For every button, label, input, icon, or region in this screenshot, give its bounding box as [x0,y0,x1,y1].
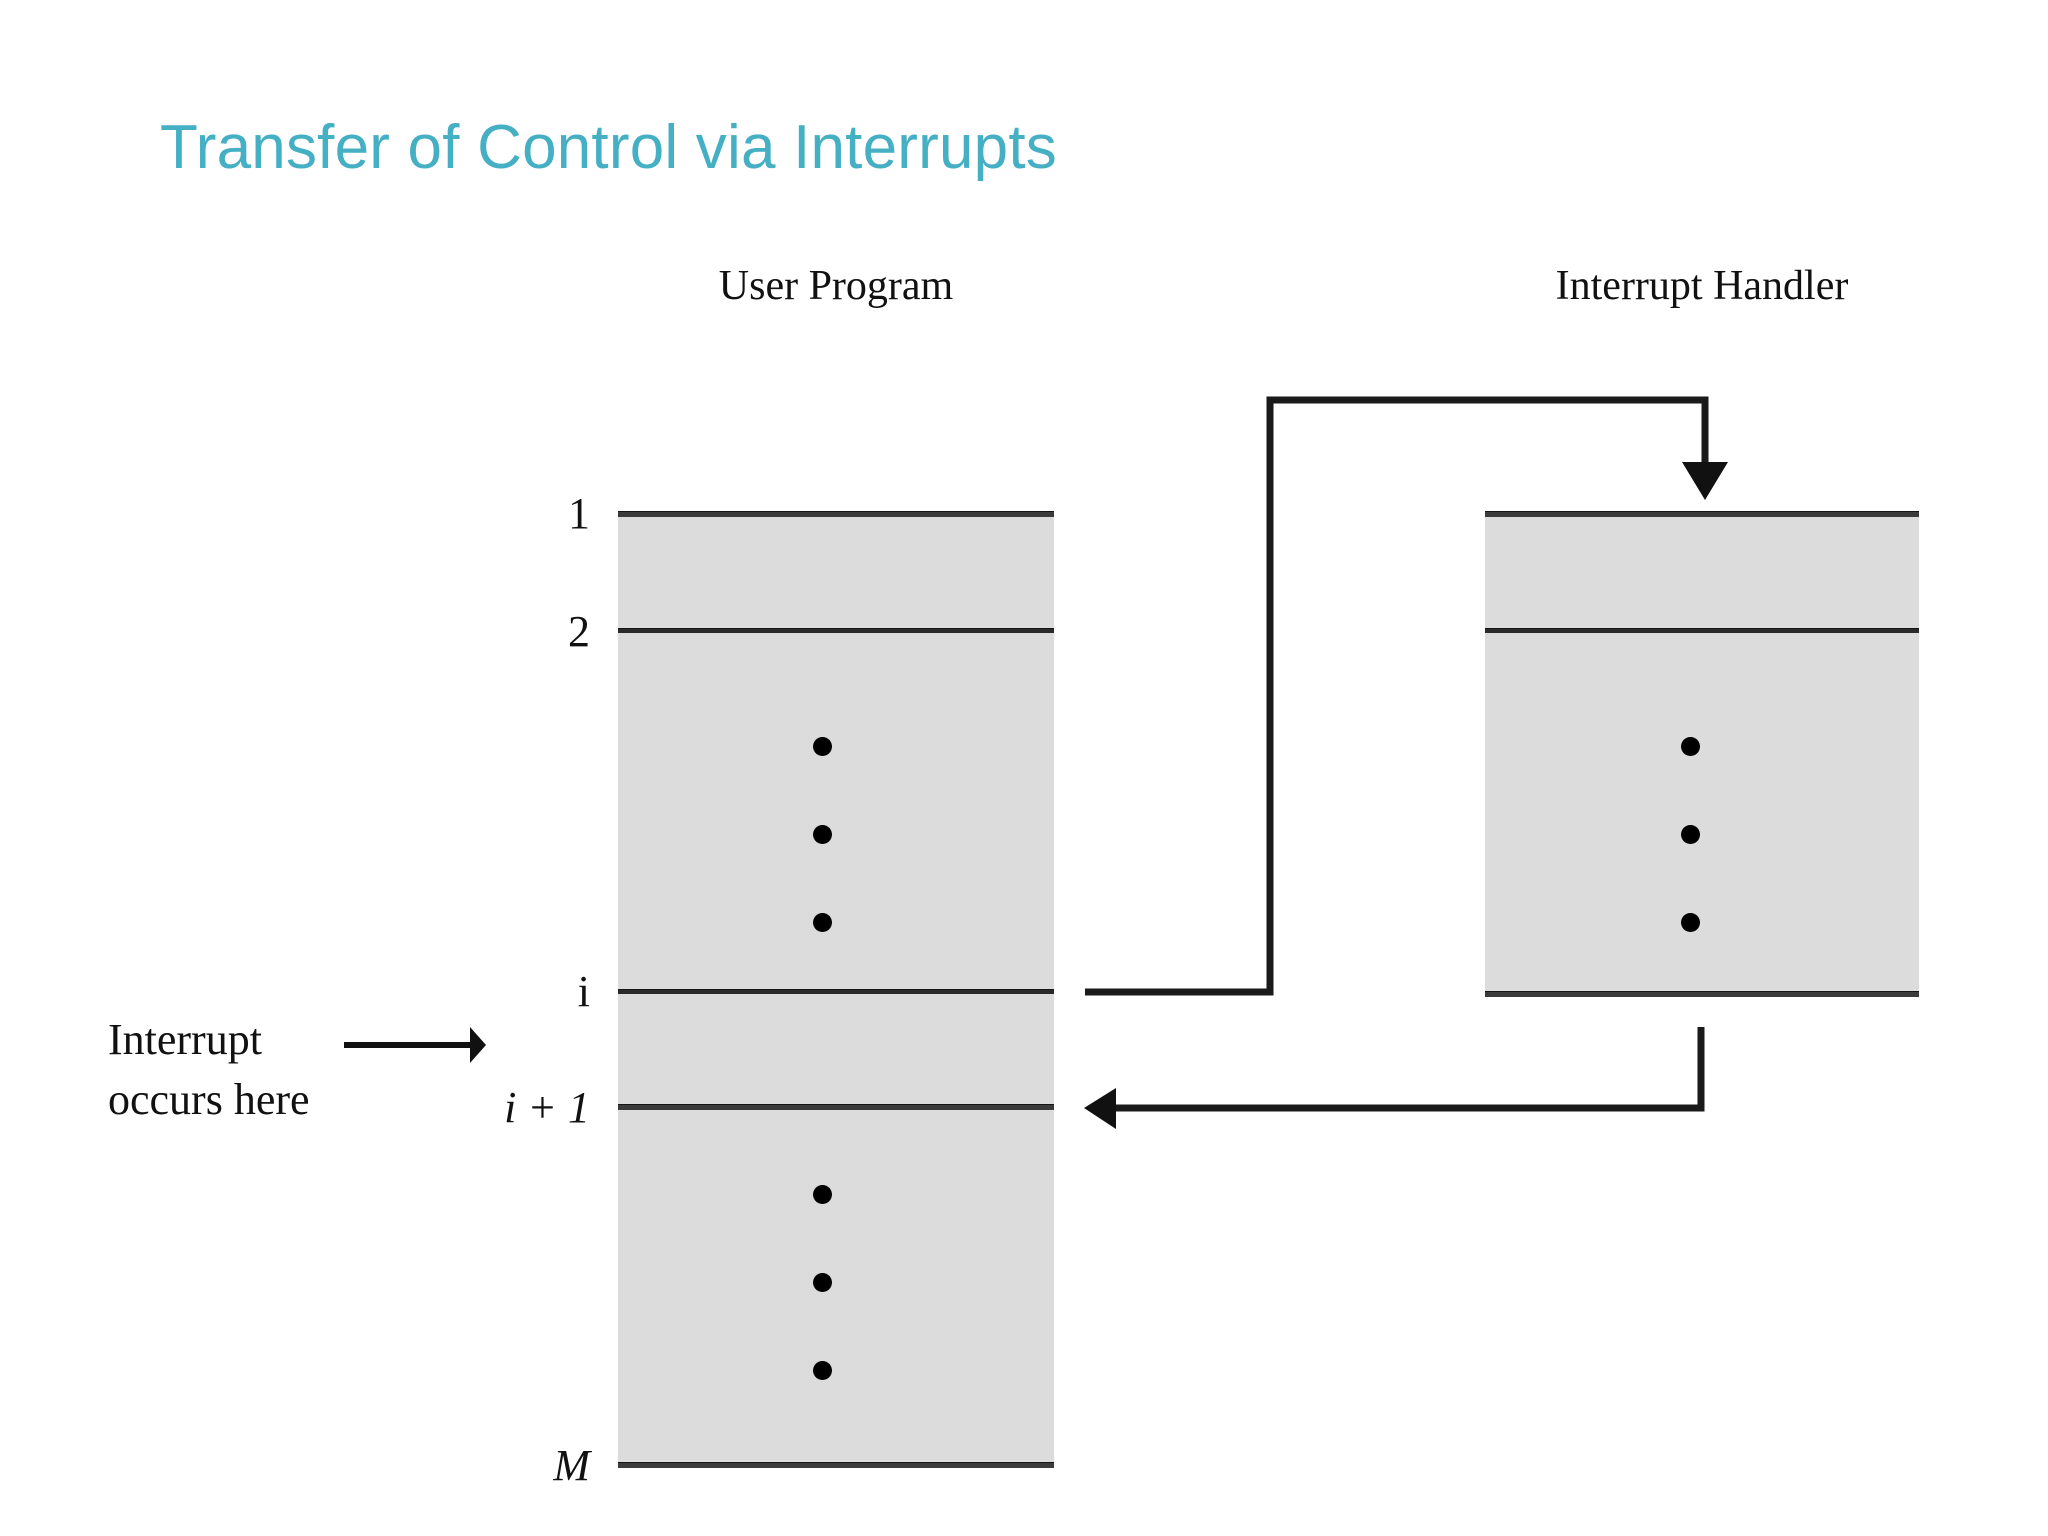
user-program-rule-2 [618,628,1054,633]
user-program-rule-1 [618,511,1054,517]
interrupt-occurs-annotation: Interrupt occurs here [108,1010,310,1130]
user-program-ellipsis-lower [813,1185,832,1380]
user-program-rule-i-plus-1 [618,1104,1054,1110]
index-label-i: i [577,967,590,1016]
user-program-ellipsis-upper [813,737,832,932]
user-program-rule-i [618,989,1054,994]
interrupt-handler-rule-top [1485,511,1919,517]
user-program-rule-m [618,1462,1054,1468]
column-caption-interrupt-handler: Interrupt Handler [1555,263,1849,309]
annotation-arrow-right-icon [344,1027,486,1063]
interrupt-occurs-line-1: Interrupt [108,1015,262,1064]
interrupt-handler-box [1485,516,1919,997]
interrupt-handler-rule-2 [1485,628,1919,633]
index-label-i-plus-1: i + 1 [504,1083,590,1132]
interrupt-occurs-line-2: occurs here [108,1074,310,1124]
connector-return-from-handler [1084,1027,1705,1129]
interrupt-handler-rule-bottom [1485,991,1919,997]
interrupt-handler-ellipsis [1681,737,1700,932]
index-label-m: M [553,1441,590,1490]
column-caption-user-program: User Program [718,263,954,309]
index-label-2: 2 [568,607,590,656]
index-label-1: 1 [568,489,590,538]
page-title: Transfer of Control via Interrupts [160,113,1057,182]
